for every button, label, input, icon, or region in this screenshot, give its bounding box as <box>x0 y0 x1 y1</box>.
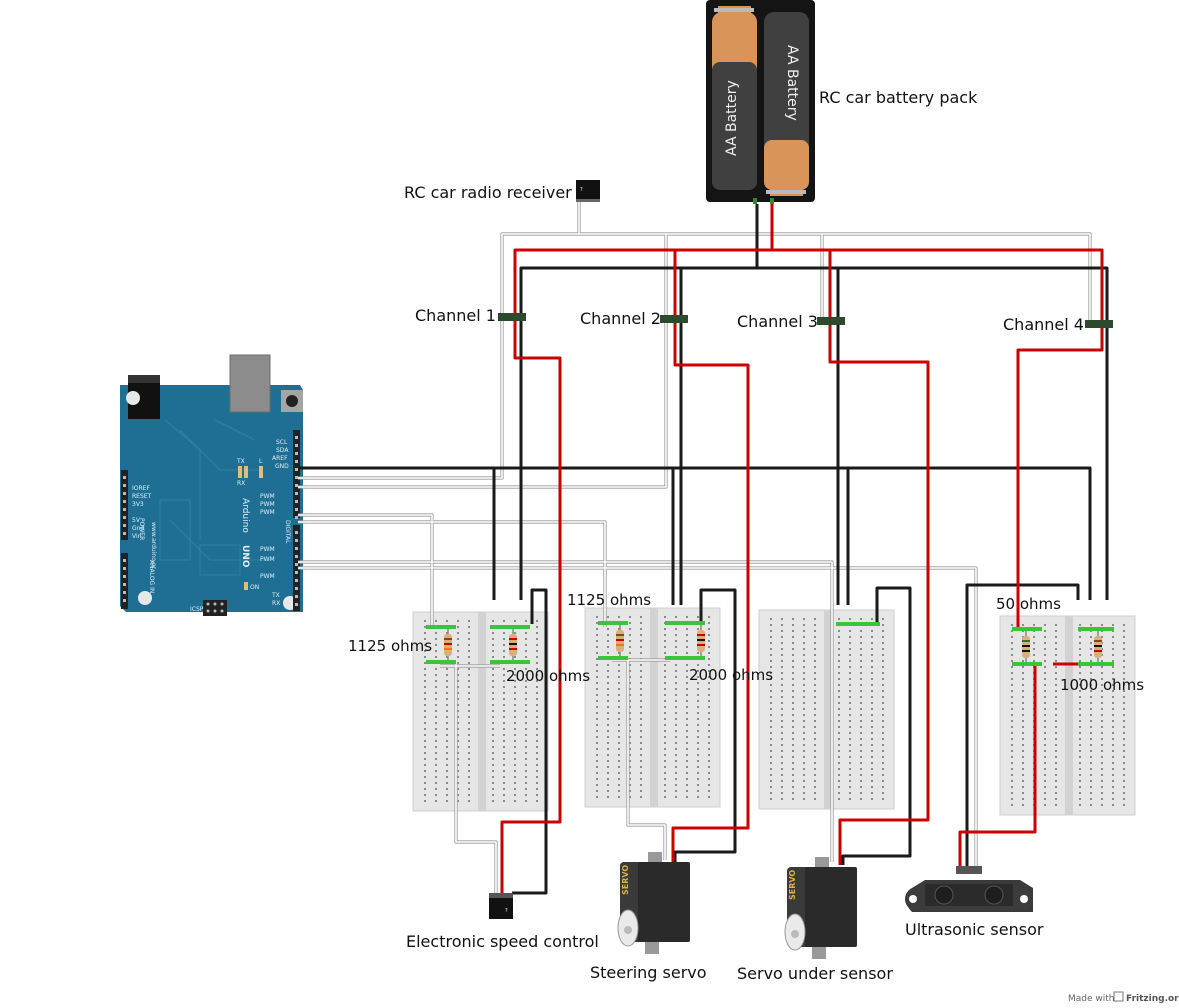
arduino-site: www.arduino.cc <box>150 522 157 569</box>
fritzing-logo-icon <box>1113 991 1124 1002</box>
servo-under-sensor-label: Servo under sensor <box>737 964 893 983</box>
resistor-6-label: 1000 ohms <box>1060 676 1144 694</box>
footer-made-with: Made with <box>1068 994 1115 1004</box>
arduino-digital-label: DIGITAL <box>284 520 291 544</box>
servo-brand: SERVO <box>788 870 797 900</box>
arduino-pwm-label: PWM <box>260 556 275 563</box>
arduino-pwm-label: PWM <box>260 501 275 508</box>
ultrasonic-sensor <box>905 866 1033 912</box>
battery-cell-label: AA Battery <box>784 45 800 121</box>
arduino-icsp-label: ICSP <box>190 606 204 613</box>
arduino-led-rx-label: RX <box>237 480 245 487</box>
resistors <box>444 624 1102 664</box>
channel-4-label: Channel 4 <box>1003 315 1084 334</box>
breadboard-4 <box>999 615 1136 816</box>
servo-brand: SERVO <box>621 865 630 895</box>
resistor-4-label: 2000 ohms <box>689 666 773 684</box>
arduino-on-label: ON <box>250 584 259 591</box>
arduino-logo: Arduino <box>240 498 250 533</box>
breadboard-1 <box>412 611 549 812</box>
arduino-pwm-label: PWM <box>260 546 275 553</box>
arduino-power-pin-label: Vin <box>132 533 142 540</box>
arduino-power-pin-label: 5V <box>132 517 141 524</box>
arduino-analog-label: ANALOG IN <box>148 560 155 593</box>
resistor-2-label: 2000 ohms <box>506 667 590 685</box>
arduino-led-l-label: L <box>259 458 263 465</box>
arduino-power-pin-label: Gnd <box>132 525 144 532</box>
pin-markers <box>426 621 1114 666</box>
svg-text:?: ? <box>580 187 583 193</box>
arduino-led-tx-label: TX <box>236 458 245 465</box>
channel-1-label: Channel 1 <box>415 306 496 325</box>
resistor-1-label: 1125 ohms <box>348 637 432 655</box>
arduino-model: UNO <box>240 545 250 568</box>
battery-cell-label: AA Battery <box>724 80 740 156</box>
resistor-6 <box>1094 630 1102 664</box>
wires <box>298 202 1109 898</box>
electronic-speed-control: ? <box>489 893 513 919</box>
resistor-5-label: 50 ohms <box>996 595 1061 613</box>
resistor-3-label: 1125 ohms <box>567 591 651 609</box>
resistor-4 <box>697 624 705 658</box>
arduino-top-pin-label: AREF <box>272 455 288 462</box>
arduino-pwm-label: PWM <box>260 509 275 516</box>
arduino-tx-label: TX <box>271 592 280 599</box>
footer-brand: Fritzing.org <box>1126 994 1179 1004</box>
resistor-5 <box>1022 630 1030 664</box>
arduino-power-pin-label: RESET <box>132 493 152 500</box>
arduino-top-pin-label: SCL <box>276 439 288 446</box>
rc-radio-receiver: ? <box>576 180 600 202</box>
ultrasonic-label: Ultrasonic sensor <box>905 920 1044 939</box>
resistor-1 <box>444 628 452 662</box>
battery-pack: AA Battery AA Battery <box>706 0 815 204</box>
svg-text:?: ? <box>505 908 508 914</box>
arduino-top-pin-label: GND <box>275 463 289 470</box>
arduino-pwm-label: PWM <box>260 493 275 500</box>
arduino-pwm-label: PWM <box>260 573 275 580</box>
esc-label: Electronic speed control <box>406 932 599 951</box>
arduino-power-pin-label: IOREF <box>132 485 150 492</box>
arduino-top-pin-label: SDA <box>276 447 289 454</box>
channel-3-label: Channel 3 <box>737 312 818 331</box>
arduino-power-pin-label: 3V3 <box>132 501 144 508</box>
breadboard-3 <box>758 609 895 810</box>
steering-servo-label: Steering servo <box>590 963 707 982</box>
channel-connectors <box>498 313 1113 328</box>
arduino-uno: SCL SDA AREF GND PWM PWM PWM PWM PWM PWM… <box>120 354 303 616</box>
receiver-label: RC car radio receiver <box>404 183 572 202</box>
arduino-rx-label: RX <box>272 600 280 607</box>
resistor-3 <box>616 624 624 658</box>
channel-2-label: Channel 2 <box>580 309 661 328</box>
steering-servo: SERVO <box>617 852 690 954</box>
servo-under-sensor: SERVO <box>784 857 857 959</box>
arduino-power-label: POWER <box>138 518 145 540</box>
resistor-2 <box>509 628 517 662</box>
battery-label: RC car battery pack <box>819 88 978 107</box>
